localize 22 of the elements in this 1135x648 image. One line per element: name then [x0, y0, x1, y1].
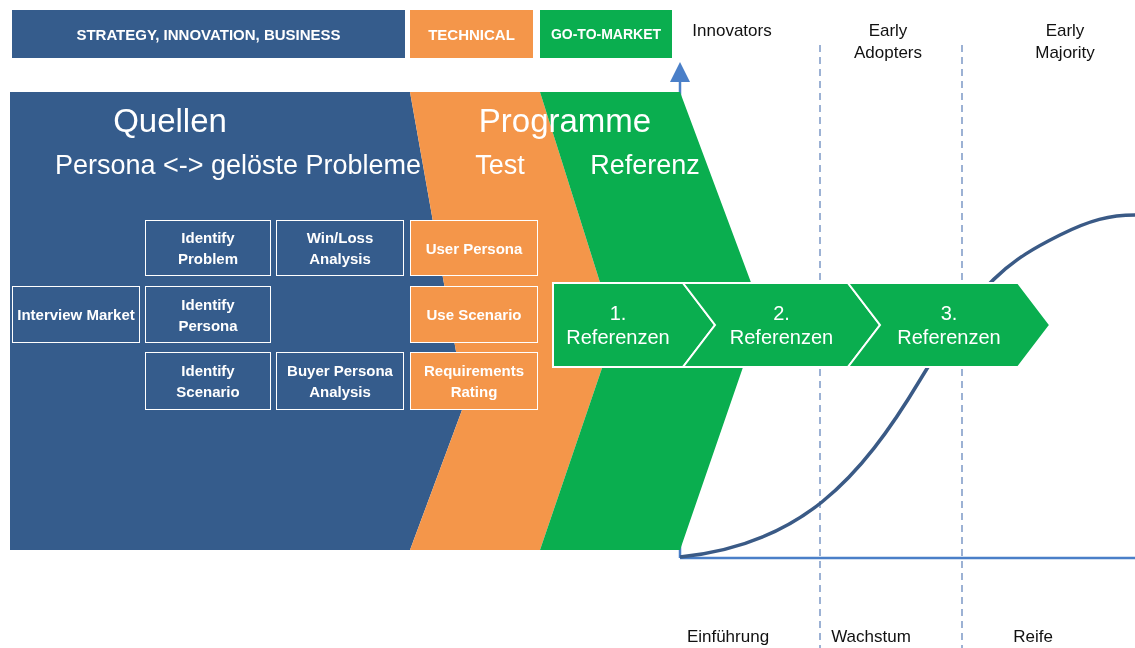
- category-header: GO-TO-MARKET: [540, 10, 672, 58]
- step-box: Win/Loss Analysis: [276, 220, 404, 276]
- step-box: Identify Problem: [145, 220, 271, 276]
- category-header: STRATEGY, INNOVATION, BUSINESS: [12, 10, 405, 58]
- step-box: Identify Scenario: [145, 352, 271, 410]
- phase-label: Early Adopters: [852, 20, 923, 65]
- step-box: Buyer Persona Analysis: [276, 352, 404, 410]
- band-subheading: Persona <-> gelöste Probleme: [53, 150, 423, 181]
- stage-label: Wachstum: [830, 626, 912, 648]
- stage-label: Einführung: [685, 626, 771, 648]
- step-box: Interview Market: [12, 286, 140, 343]
- step-label: 3. Referenzen: [896, 301, 1002, 349]
- phase-label: Early Majority: [1034, 20, 1096, 65]
- stage-label: Reife: [1012, 626, 1054, 648]
- band-heading: Quellen: [112, 102, 228, 140]
- phase-label: Innovators: [691, 20, 773, 42]
- category-header: TECHNICAL: [410, 10, 533, 58]
- step-label: 2. Referenzen: [728, 301, 835, 349]
- band-heading: Referenz: [589, 150, 701, 181]
- step-box: Identify Persona: [145, 286, 271, 343]
- band-heading: Test: [474, 150, 526, 181]
- step-label: 1. Referenzen: [565, 301, 671, 349]
